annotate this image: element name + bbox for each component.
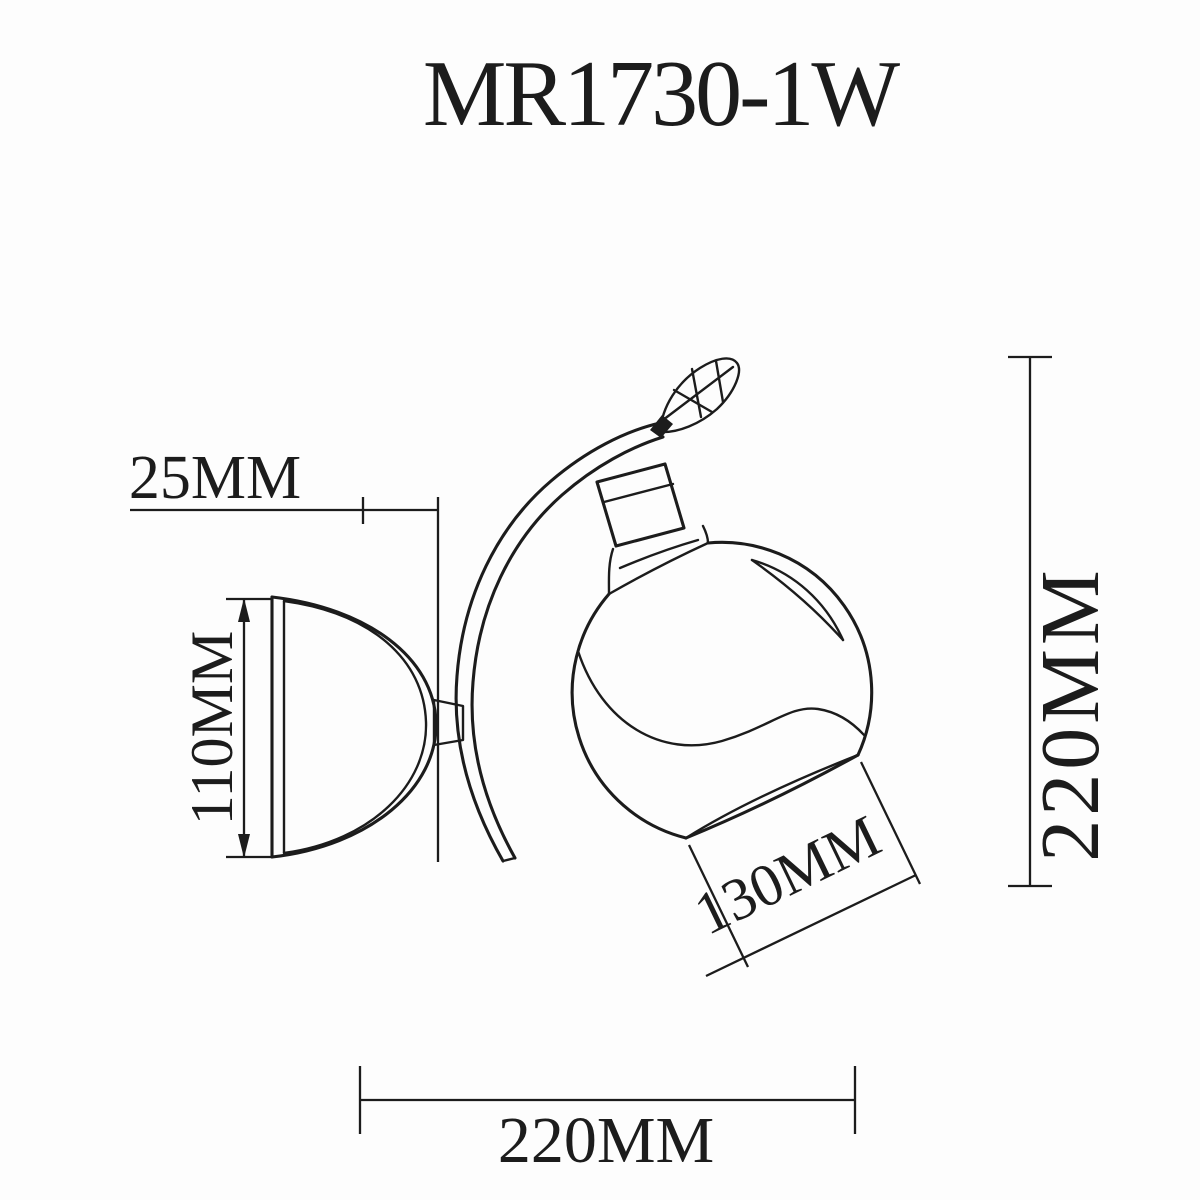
lamp-canopy (595, 462, 710, 596)
shade-outline-right (706, 540, 874, 757)
dimension-bracket-depth: 25MM (129, 444, 440, 862)
mounting-arm (454, 421, 665, 863)
shade-rim-outer (684, 753, 860, 840)
socket-neck-seam-inner (618, 538, 700, 570)
shade-rim-inner (684, 753, 860, 840)
backplate-dome-outer (270, 595, 438, 859)
arm-end-cap (501, 856, 517, 863)
canopy-seam (602, 482, 675, 504)
leaf-outline (658, 357, 741, 434)
arm-inner-curve (470, 435, 665, 860)
dim-arrow-110mm-top (238, 598, 250, 622)
dim-label-25mm: 25MM (129, 444, 301, 512)
dim-extension-130mm-left (687, 844, 750, 968)
backplate-dome-inner (282, 599, 428, 855)
dim-label-110mm: 110MM (179, 631, 245, 825)
canopy-body (595, 462, 686, 548)
socket-neck-left (607, 547, 615, 596)
shade-crescent-pattern-lower (750, 558, 845, 642)
glass-shade (570, 540, 874, 840)
dim-arrow-110mm-bottom (238, 834, 250, 858)
dimension-overall-height: 220MM (1008, 355, 1117, 888)
dimension-overall-projection: 220MM (358, 1066, 857, 1177)
dimension-backplate-diameter: 110MM (179, 597, 272, 859)
socket-neck-right (701, 524, 710, 545)
shade-crescent-pattern-upper (750, 558, 845, 642)
leaf-clamp (650, 415, 673, 438)
crystal-leaf-ornament (650, 357, 741, 438)
shade-wave-pattern (576, 649, 866, 747)
leaf-facet-line-4 (714, 359, 725, 404)
product-title: MR1730-1W (423, 42, 901, 146)
arm-outer-curve (454, 421, 662, 863)
socket-neck-seam (607, 541, 710, 596)
dim-label-220mm-horizontal: 220MM (498, 1104, 714, 1177)
dim-line-130mm (705, 873, 917, 978)
leaf-facet-line-2 (672, 388, 714, 414)
leaf-facet-line-1 (661, 365, 735, 422)
arm-pivot-hub (432, 698, 465, 747)
dim-extension-130mm-right (859, 761, 922, 885)
leaf-facet-line-3 (690, 367, 703, 419)
wall-backplate (270, 595, 465, 859)
dim-label-220mm-vertical: 220MM (1024, 566, 1117, 861)
shade-outline-left (570, 592, 688, 840)
dimension-shade-opening: 130MM (684, 761, 922, 978)
